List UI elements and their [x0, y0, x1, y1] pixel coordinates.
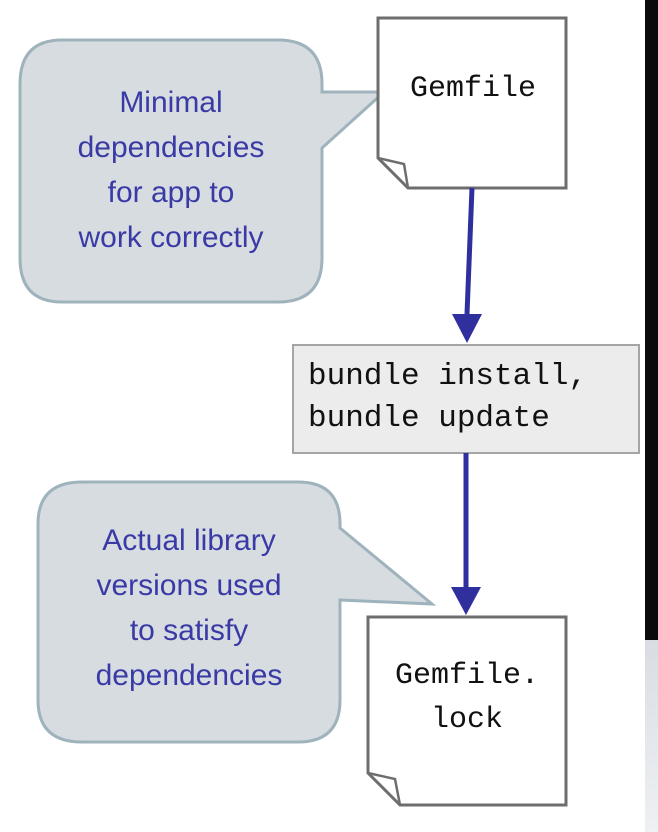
- callout-text-bottom: Actual library versions used to satisfy …: [95, 524, 283, 692]
- gemfile-lock-document-fold: [367, 771, 402, 806]
- arrowhead-command-to-lock: [451, 587, 481, 615]
- gemfile-document-fold: [377, 156, 410, 189]
- gemfile-lock-document: [366, 615, 568, 807]
- callout-bubble-bottom: [36, 480, 437, 744]
- gemfile-label: Gemfile: [409, 72, 537, 106]
- gemfile-lock-label: Gemfile. lock: [394, 659, 540, 737]
- callout-bubble-top: [18, 38, 388, 304]
- window-edge: [645, 0, 658, 832]
- command-box: [292, 344, 640, 454]
- command-label: bundle install, bundle update: [308, 359, 588, 436]
- gemfile-document: [376, 16, 568, 190]
- callout-text-top: Minimal dependencies for app to work cor…: [77, 86, 265, 254]
- arrowhead-gemfile-to-command: [452, 314, 482, 343]
- arrow-gemfile-to-command: [464, 187, 475, 315]
